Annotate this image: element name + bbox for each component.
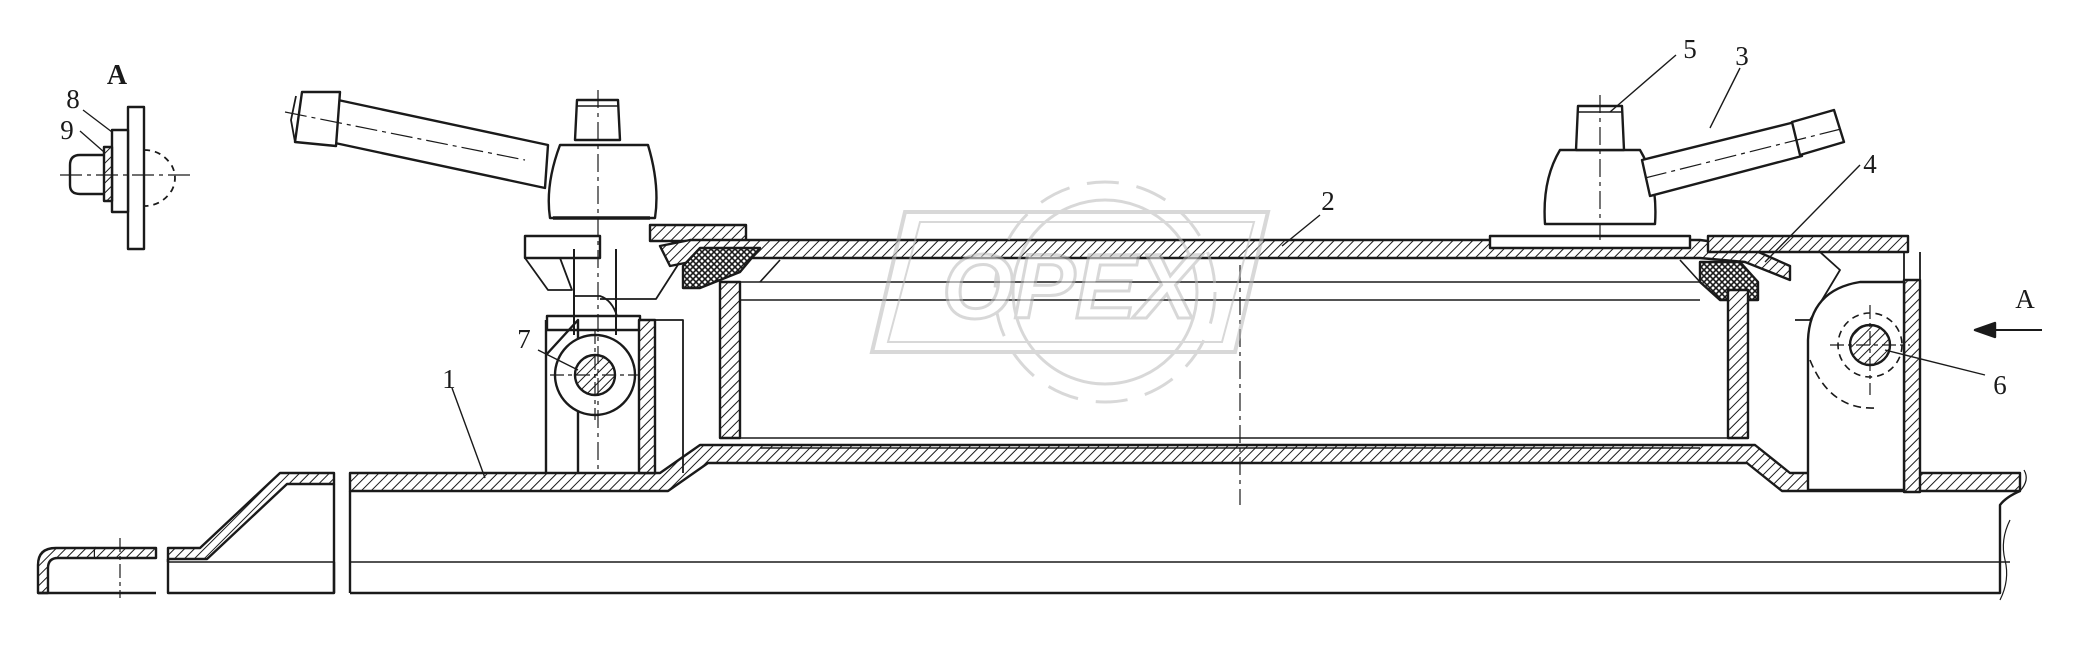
callout-7: 7 <box>517 324 531 354</box>
left-support <box>284 90 748 475</box>
right-support <box>1488 95 1922 494</box>
view-arrow-a <box>1973 321 2042 339</box>
callout-3: 3 <box>1735 41 1749 71</box>
hood-cover <box>658 238 1792 505</box>
callout-4: 4 <box>1863 149 1877 179</box>
view-arrow-a-label: A <box>2015 284 2035 314</box>
callout-9: 9 <box>60 115 74 145</box>
gear-icon <box>993 180 1217 404</box>
watermark: OPEX <box>869 180 1271 404</box>
leader-lines <box>451 54 1986 479</box>
base-frame <box>36 443 2027 601</box>
callout-1: 1 <box>442 364 456 394</box>
callout-5: 5 <box>1683 34 1697 64</box>
callout-8: 8 <box>66 84 80 114</box>
callout-6: 6 <box>1993 370 2007 400</box>
view-a-detail <box>60 105 190 251</box>
watermark-text: OPEX <box>942 236 1202 338</box>
view-a-title: A <box>107 60 128 91</box>
watermark-frame <box>869 210 1271 354</box>
callout-2: 2 <box>1321 186 1335 216</box>
